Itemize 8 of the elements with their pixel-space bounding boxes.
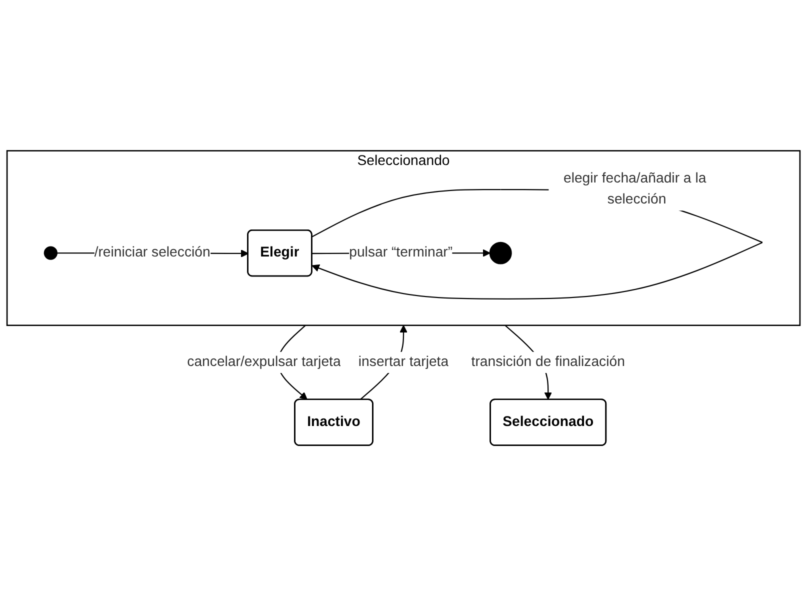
edge-label: transición de finalización <box>471 354 625 370</box>
edge-label: insertar tarjeta <box>358 354 449 370</box>
edge-label: /reiniciar selección <box>94 245 210 260</box>
node-circle <box>44 246 58 260</box>
edge-label: elegir fecha/añadir a la selección <box>563 171 706 208</box>
edge-label: cancelar/expulsar tarjeta <box>187 354 341 370</box>
node-circle <box>489 242 512 264</box>
edge-label: pulsar “terminar” <box>349 245 453 260</box>
